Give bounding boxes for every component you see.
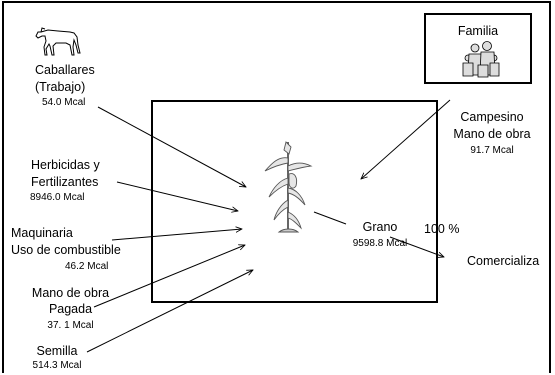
campesino-label: Campesino: [460, 110, 524, 124]
caballares-value: 54.0 Mcal: [42, 97, 86, 108]
familia-box: [424, 13, 532, 84]
semilla-value: 514.3 Mcal: [32, 360, 82, 371]
fertilizantes-label: Fertilizantes: [31, 175, 99, 189]
maquinaria-value: 46.2 Mcal: [65, 261, 109, 272]
herbicidas-label: Herbicidas y: [31, 158, 100, 172]
campesino-value: 91.7 Mcal: [470, 145, 514, 156]
farm-system-box: [151, 100, 438, 303]
semilla-label: Semilla: [36, 344, 78, 358]
caballares-sublabel: (Trabajo): [35, 80, 86, 94]
herbicidas-value: 8946.0 Mcal: [30, 192, 85, 203]
maquinaria-sublabel: Uso de combustible: [11, 243, 121, 257]
percent-label: 100 %: [424, 222, 460, 236]
mano-obra-pagada-sublabel: Pagada: [48, 302, 93, 316]
mano-obra-pagada-label: Mano de obra: [31, 286, 110, 300]
grano-value: 9598.8 Mcal: [352, 238, 408, 249]
maquinaria-label: Maquinaria: [11, 226, 73, 240]
campesino-sublabel: Mano de obra: [453, 127, 531, 141]
mano-obra-pagada-value: 37. 1 Mcal: [47, 320, 94, 331]
grano-label: Grano: [362, 220, 398, 234]
familia-label: Familia: [457, 24, 499, 38]
comercializa-label: Comercializa: [467, 254, 540, 268]
caballares-label: Caballares: [35, 63, 95, 77]
